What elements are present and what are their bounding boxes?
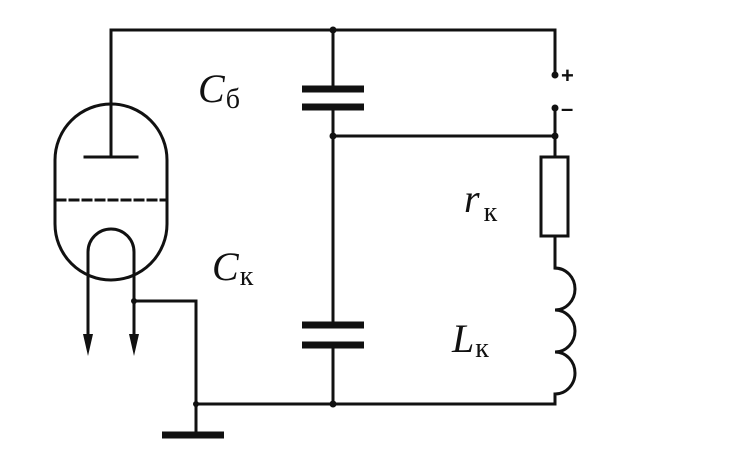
label-cb: Cб xyxy=(198,66,240,115)
filament-arrow-left xyxy=(83,334,93,356)
plus-terminal-dot xyxy=(551,71,559,79)
plus-terminal-label: + xyxy=(561,63,574,88)
minus-terminal-label: – xyxy=(561,96,573,121)
label-lk: Lк xyxy=(451,316,489,364)
cathode-wire xyxy=(132,299,198,436)
capacitor-ck xyxy=(302,134,364,406)
capacitor-cb xyxy=(302,28,364,138)
resistor-rk xyxy=(539,134,570,270)
minus-rail-wire xyxy=(331,106,557,138)
tube-filament xyxy=(86,227,136,340)
filament-arrow-right xyxy=(129,334,139,356)
label-ck: Cк xyxy=(212,244,254,292)
vacuum-tube xyxy=(53,102,169,356)
inductor-lk xyxy=(553,266,577,406)
minus-terminal-dot xyxy=(551,104,559,112)
